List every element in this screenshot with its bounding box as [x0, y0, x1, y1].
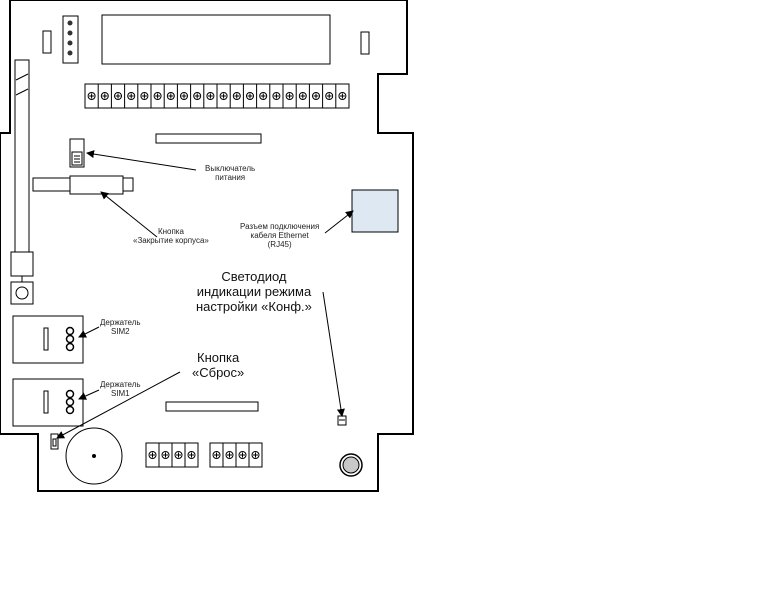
terminal-screw-slot	[221, 93, 227, 99]
terminal-screw-slot	[240, 452, 245, 458]
terminal-screw-slot	[115, 93, 121, 99]
left-top-slot	[42, 30, 52, 54]
arrow-ethernet	[324, 210, 354, 234]
main-terminal-block	[84, 83, 350, 109]
terminal-screw-slot	[300, 93, 306, 99]
arrow-sim2	[78, 326, 100, 338]
right-top-slot	[360, 31, 370, 55]
lower-connector-bar	[165, 401, 259, 412]
top-connector-pins	[67, 20, 73, 56]
lower-terminal-block-left	[145, 442, 199, 468]
case-closure-button	[32, 175, 134, 195]
terminal-screw-slot	[253, 452, 258, 458]
terminal-screw-slot	[273, 93, 279, 99]
terminal-screw-slot	[234, 93, 240, 99]
terminal-screw-slot	[287, 93, 293, 99]
board-outline	[0, 0, 414, 492]
terminal-screw-slot	[155, 93, 161, 99]
arrow-case-button	[100, 191, 158, 238]
lower-terminal-block-right	[209, 442, 263, 468]
rj45-connector	[351, 189, 399, 233]
sim1-holder	[12, 378, 84, 427]
arrow-power-switch	[86, 150, 197, 171]
terminal-screw-slot	[260, 93, 266, 99]
power-switch	[69, 138, 85, 168]
buzzer	[65, 427, 123, 485]
terminal-screw-slot	[181, 93, 187, 99]
upper-connector-bar	[155, 133, 262, 144]
terminal-screw-slot	[141, 93, 147, 99]
antenna	[10, 59, 34, 305]
round-button	[339, 453, 363, 477]
label-reset-button: Кнопка«Сброс»	[192, 350, 245, 380]
terminal-screw-slot	[163, 452, 168, 458]
label-case-button: Кнопка«Закрытие корпуса»	[133, 227, 209, 246]
arrow-reset	[56, 371, 181, 439]
top-connector	[62, 15, 79, 64]
terminal-screw-slot	[247, 93, 253, 99]
reset-button	[50, 433, 59, 450]
terminal-screw-slot	[102, 93, 108, 99]
terminal-screw-slot	[194, 93, 200, 99]
display-window	[101, 14, 331, 65]
terminal-screw-slot	[326, 93, 332, 99]
terminal-screw-slot	[339, 93, 345, 99]
terminal-screw-slot	[227, 452, 232, 458]
terminal-screw-slot	[214, 452, 219, 458]
terminal-screw-slot	[89, 93, 95, 99]
terminal-screw-slot	[150, 452, 155, 458]
terminal-screw-slot	[207, 93, 213, 99]
arrow-config-led	[322, 291, 345, 417]
terminal-screw-slot	[189, 452, 194, 458]
arrow-sim1	[78, 389, 100, 400]
terminal-screw-slot	[168, 93, 174, 99]
terminal-screw-slot	[176, 452, 181, 458]
sim2-holder	[12, 315, 84, 364]
config-led	[337, 415, 347, 426]
terminal-screw-slot	[313, 93, 319, 99]
terminal-screw-slot	[128, 93, 134, 99]
